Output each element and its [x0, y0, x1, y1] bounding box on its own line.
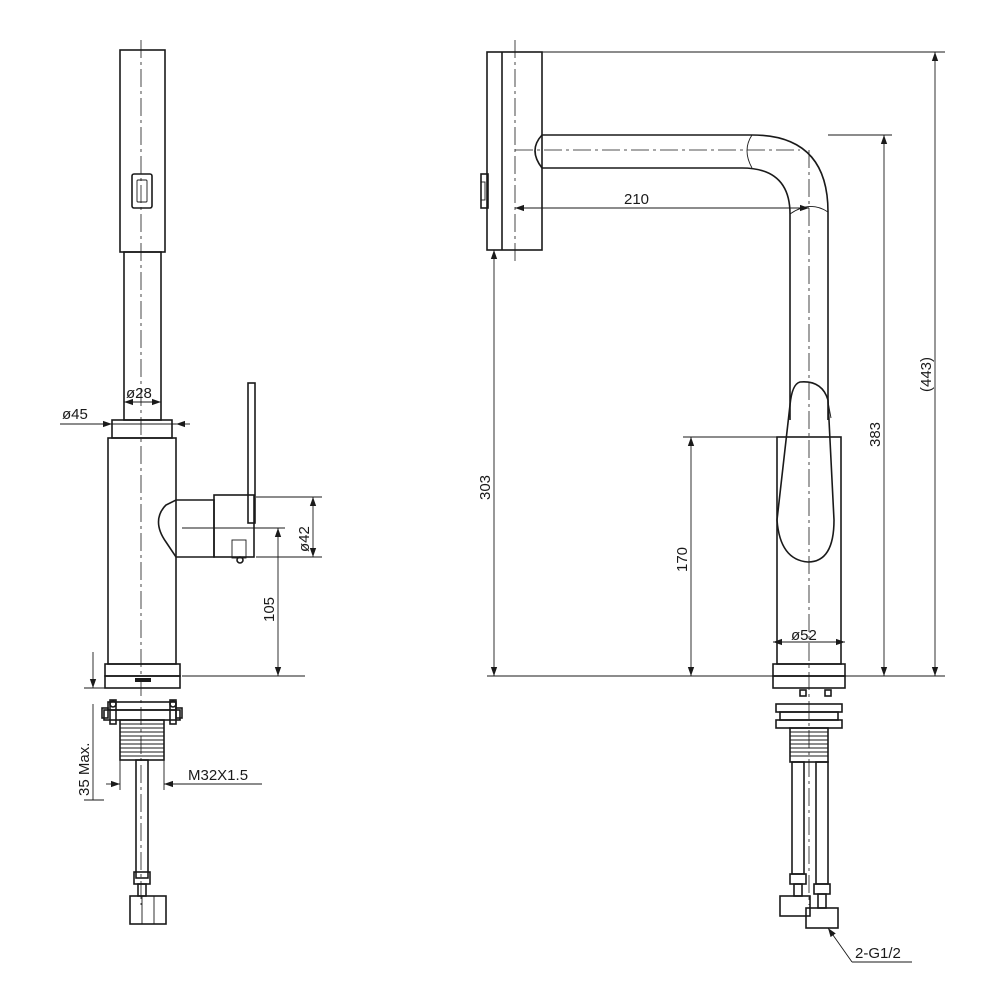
dim-label-d28: ø28: [126, 385, 152, 402]
side-supply-hose: [135, 759, 149, 879]
dim-label-210: 210: [624, 191, 649, 208]
front-threaded-shank: [789, 727, 829, 763]
dim-label-d45: ø45: [62, 406, 88, 423]
dim-label-d52: ø52: [791, 627, 817, 644]
front-hose-fitting-left: [779, 895, 811, 917]
side-thread-lines: [120, 723, 164, 757]
side-base-plate: [104, 675, 181, 689]
front-spout-outer: [542, 134, 829, 420]
front-thread-lines: [790, 731, 828, 757]
dim-label-443: (443): [918, 357, 935, 392]
side-hose-fitting: [129, 895, 167, 925]
front-supply-hose-left: [791, 761, 805, 875]
side-body: [107, 437, 177, 665]
dim-label-383: 383: [867, 422, 884, 447]
side-base-ring: [104, 663, 181, 677]
side-spray-head: [119, 49, 166, 253]
side-collar: [111, 419, 173, 439]
dim-label-g12: 2-G1/2: [855, 945, 901, 962]
side-lever-blade: [247, 382, 256, 524]
dim-label-170: 170: [674, 547, 691, 572]
dim-label-d42: ø42: [296, 526, 313, 552]
dim-label-thread: M32X1.5: [188, 767, 248, 784]
front-hose-fitting-right: [805, 907, 839, 929]
front-base-plate: [772, 675, 846, 689]
dim-label-105: 105: [261, 597, 278, 622]
side-lever-cap: [213, 494, 255, 558]
front-spout-inner: [542, 167, 791, 420]
leader-g12: [827, 927, 853, 963]
front-spray-head: [486, 51, 543, 251]
side-view: ø28 ø45 ø42 105 35 Max. M32X1.5: [60, 40, 322, 925]
front-supply-hose-right: [815, 761, 829, 885]
dim-label-303: 303: [477, 475, 494, 500]
side-lever-neck: [157, 499, 215, 558]
front-lever-handle: [776, 381, 835, 563]
front-view: 210 303 170 383 (443) ø52 2-G1/2: [477, 40, 945, 963]
dim-label-35max: 35 Max.: [76, 743, 93, 796]
spray-button-icon: [131, 173, 153, 209]
side-mount-washer: [107, 701, 177, 711]
